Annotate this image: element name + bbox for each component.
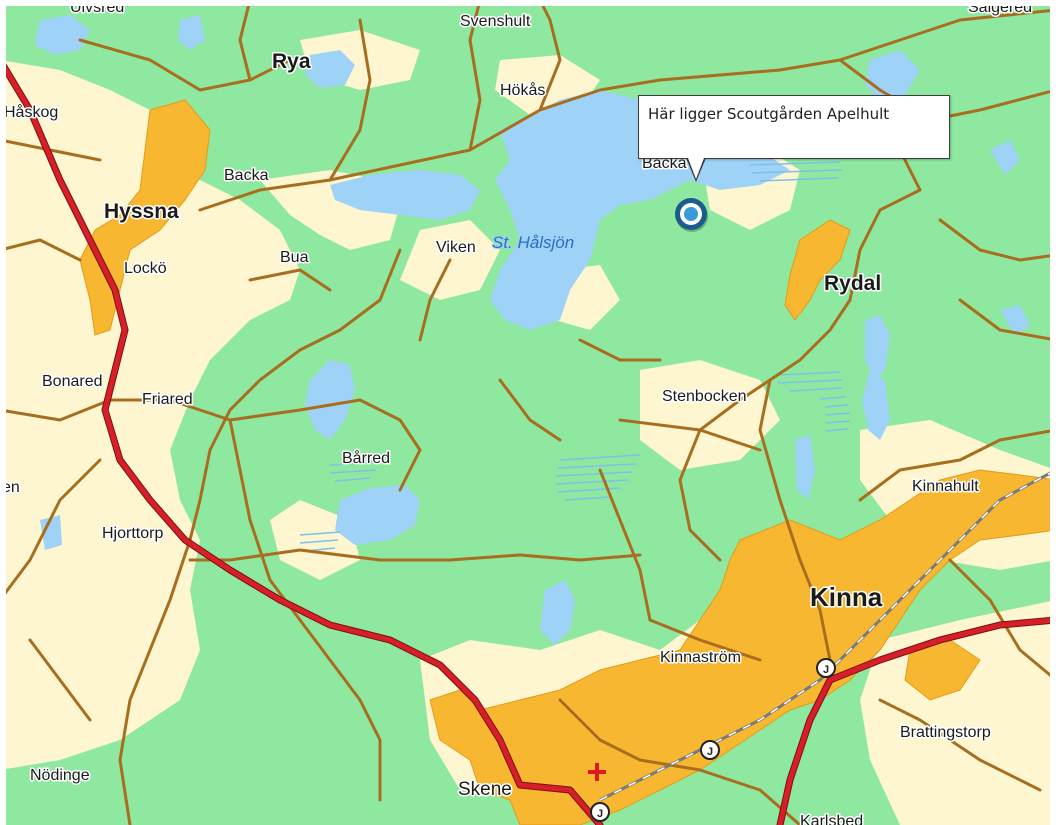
place-label-hyssna: Hyssna bbox=[104, 200, 179, 223]
lake-label-st-halsjon: St. Hålsjön bbox=[492, 233, 574, 252]
place-label-friared: Friared bbox=[142, 391, 193, 408]
place-label-rya: Rya bbox=[272, 50, 311, 73]
svg-text:J: J bbox=[597, 808, 603, 820]
info-popup: Här ligger Scoutgården Apelhult bbox=[638, 95, 950, 159]
place-label-skene: Skene bbox=[458, 779, 512, 800]
place-label-locko: Lockö bbox=[124, 260, 167, 277]
place-label-bua: Bua bbox=[280, 249, 309, 266]
place-label-backa: Backa bbox=[224, 167, 269, 184]
place-label-hokas: Hökås bbox=[500, 81, 545, 99]
place-label-kinnahult: Kinnahult bbox=[912, 478, 979, 495]
hospital-icon bbox=[588, 763, 606, 781]
location-pin-icon[interactable] bbox=[673, 196, 711, 234]
place-label-rydal: Rydal bbox=[824, 272, 881, 295]
place-label-haskog: Håskog bbox=[4, 103, 58, 121]
popup-text: Här ligger Scoutgården Apelhult bbox=[648, 105, 890, 123]
svg-text:J: J bbox=[823, 664, 829, 676]
j-marker-icon: J bbox=[590, 802, 610, 822]
place-label-nodinge: Nödinge bbox=[30, 767, 90, 784]
j-marker-icon: J bbox=[816, 658, 836, 678]
urban-areas bbox=[79, 99, 1056, 825]
svg-text:J: J bbox=[707, 746, 713, 758]
major-roads bbox=[0, 56, 1056, 825]
map-border-left bbox=[0, 0, 6, 825]
place-label-stenbocken: Stenbocken bbox=[662, 388, 747, 405]
place-label-karlsbed: Karlsbed bbox=[800, 813, 863, 825]
popup-tail-inner bbox=[688, 158, 704, 179]
railway bbox=[599, 468, 1056, 802]
place-label-viken: Viken bbox=[436, 239, 476, 256]
place-label-bonared: Bonared bbox=[42, 373, 103, 390]
map-border-top bbox=[0, 0, 1056, 6]
place-label-svenshult: Svenshult bbox=[460, 13, 531, 30]
j-marker-icon: J bbox=[700, 740, 720, 760]
junction-markers: J J J bbox=[590, 658, 836, 822]
place-label-hjorttorp: Hjorttorp bbox=[102, 525, 163, 542]
place-label-kinna: Kinna bbox=[810, 582, 883, 612]
place-label-kinnastrom: Kinnaström bbox=[660, 649, 741, 666]
place-label-brattingstorp: Brattingstorp bbox=[900, 724, 991, 741]
place-label-barred: Bårred bbox=[342, 449, 390, 467]
map-border-right bbox=[1050, 0, 1056, 825]
place-labels: Ulvsred Svenshult Saigered Rya Hökås Hås… bbox=[1, 0, 1034, 825]
wetland-hatch bbox=[299, 161, 851, 552]
